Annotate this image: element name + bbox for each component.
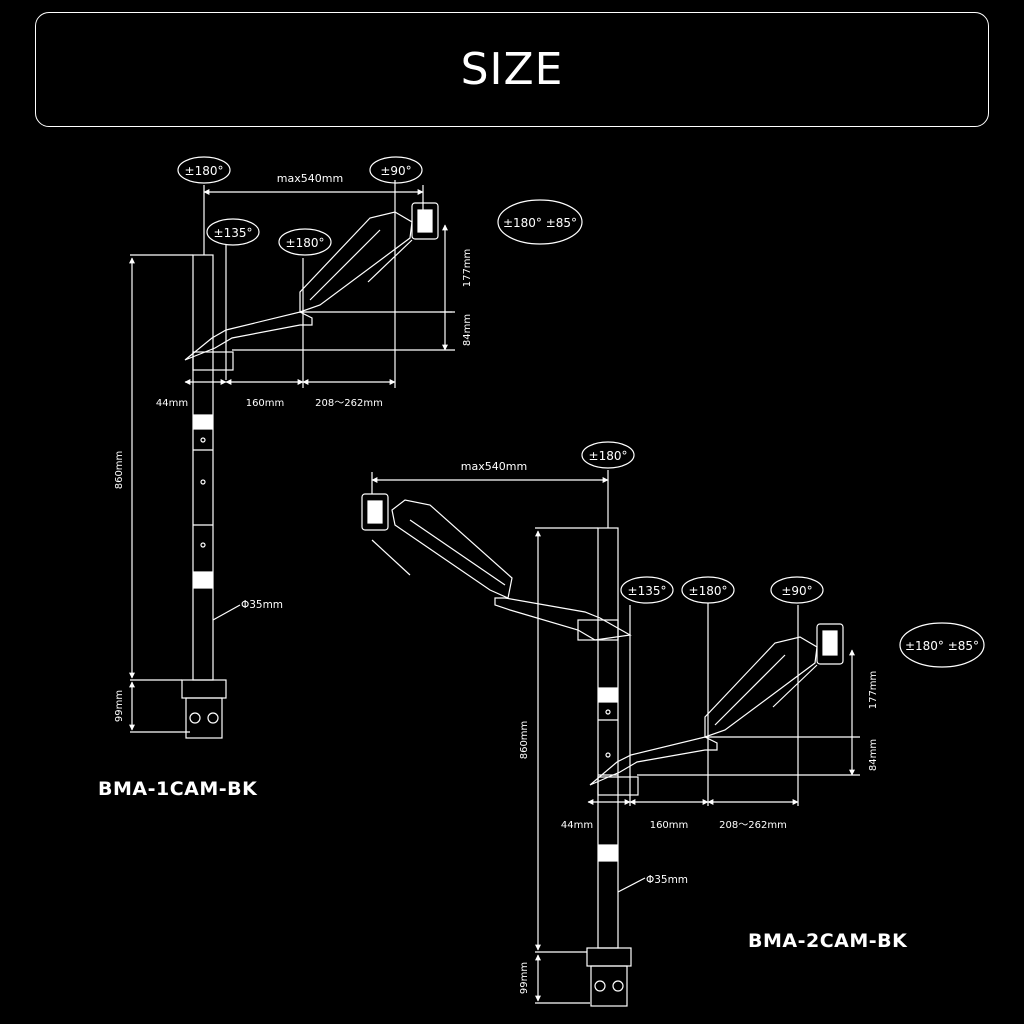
m1-pole-diameter: Φ35mm xyxy=(241,599,283,611)
left-lower-arm-2 xyxy=(494,597,632,641)
m2-pole-height: 860mm xyxy=(519,721,530,760)
pole-collar-2b xyxy=(598,844,618,862)
m2-arm-height: 177mm xyxy=(868,671,879,710)
vesa-head-2b xyxy=(816,623,844,665)
pole-collar-1b xyxy=(193,571,213,589)
clamp-top-2 xyxy=(586,947,632,967)
model-1-labels: ±180° ±90° max540mm ±135° ±180° ±180° ±8… xyxy=(114,164,577,722)
model-1-name: BMA-1CAM-BK xyxy=(98,778,258,800)
page-title: SIZE xyxy=(460,44,564,95)
m2-base-rotation: ±180° xyxy=(589,449,628,463)
m1-joint1: ±135° xyxy=(214,226,253,240)
m1-base-rotation: ±180° xyxy=(185,164,224,178)
m1-clamp-height: 99mm xyxy=(114,690,125,722)
left-upper-arm-2 xyxy=(391,499,513,599)
m2-lower-arm: 160mm xyxy=(650,820,689,831)
title-box: SIZE xyxy=(35,12,989,127)
m2-joint2: ±180° xyxy=(689,584,728,598)
pole-1 xyxy=(192,254,214,681)
model-2-labels: ±180° max540mm ±135° ±180° ±90° ±180° ±8… xyxy=(461,449,979,994)
clamp-top-1 xyxy=(181,679,227,699)
m1-arm-height: 177mm xyxy=(462,249,473,288)
m2-arm-height-low: 84mm xyxy=(868,739,879,771)
arm-base-1 xyxy=(192,351,234,371)
upper-arm-1 xyxy=(299,211,413,313)
right-arm-base-2 xyxy=(597,776,639,796)
m2-joint1: ±135° xyxy=(628,584,667,598)
m2-clamp-height: 99mm xyxy=(519,962,530,994)
model-2-name: BMA-2CAM-BK xyxy=(748,930,908,952)
m1-upper-arm: 208～262mm xyxy=(315,398,383,409)
m1-head-rotation: ±90° xyxy=(380,164,411,178)
left-arm-base-2 xyxy=(577,619,619,641)
m2-upper-arm: 208～262mm xyxy=(719,820,787,831)
pole-2 xyxy=(597,527,619,949)
m1-lower-arm: 160mm xyxy=(246,398,285,409)
pole-collar-1a xyxy=(193,414,213,430)
m2-max-reach: max540mm xyxy=(461,460,527,473)
right-upper-arm-2 xyxy=(704,636,818,738)
m1-joint2: ±180° xyxy=(286,236,325,250)
vesa-head-2a xyxy=(361,493,389,531)
lower-arm-1 xyxy=(184,311,313,361)
clamp-body-1 xyxy=(185,697,223,739)
m1-max-reach: max540mm xyxy=(277,172,343,185)
vesa-head-1 xyxy=(411,202,439,240)
m2-vesa-tilt: ±180° ±85° xyxy=(905,639,979,653)
model-1-drawing xyxy=(129,156,583,739)
m1-vesa-tilt: ±180° ±85° xyxy=(503,216,577,230)
m1-pole-height: 860mm xyxy=(114,451,125,490)
m2-pole-offset: 44mm xyxy=(561,820,593,831)
m2-head-rotation: ±90° xyxy=(781,584,812,598)
m2-pole-diameter: Φ35mm xyxy=(646,874,688,886)
m1-pole-offset: 44mm xyxy=(156,398,188,409)
clamp-body-2 xyxy=(590,965,628,1007)
model-2-drawing xyxy=(361,441,985,1007)
pole-collar-2a xyxy=(598,687,618,703)
m1-arm-height-low: 84mm xyxy=(462,314,473,346)
right-lower-arm-2 xyxy=(589,736,718,786)
